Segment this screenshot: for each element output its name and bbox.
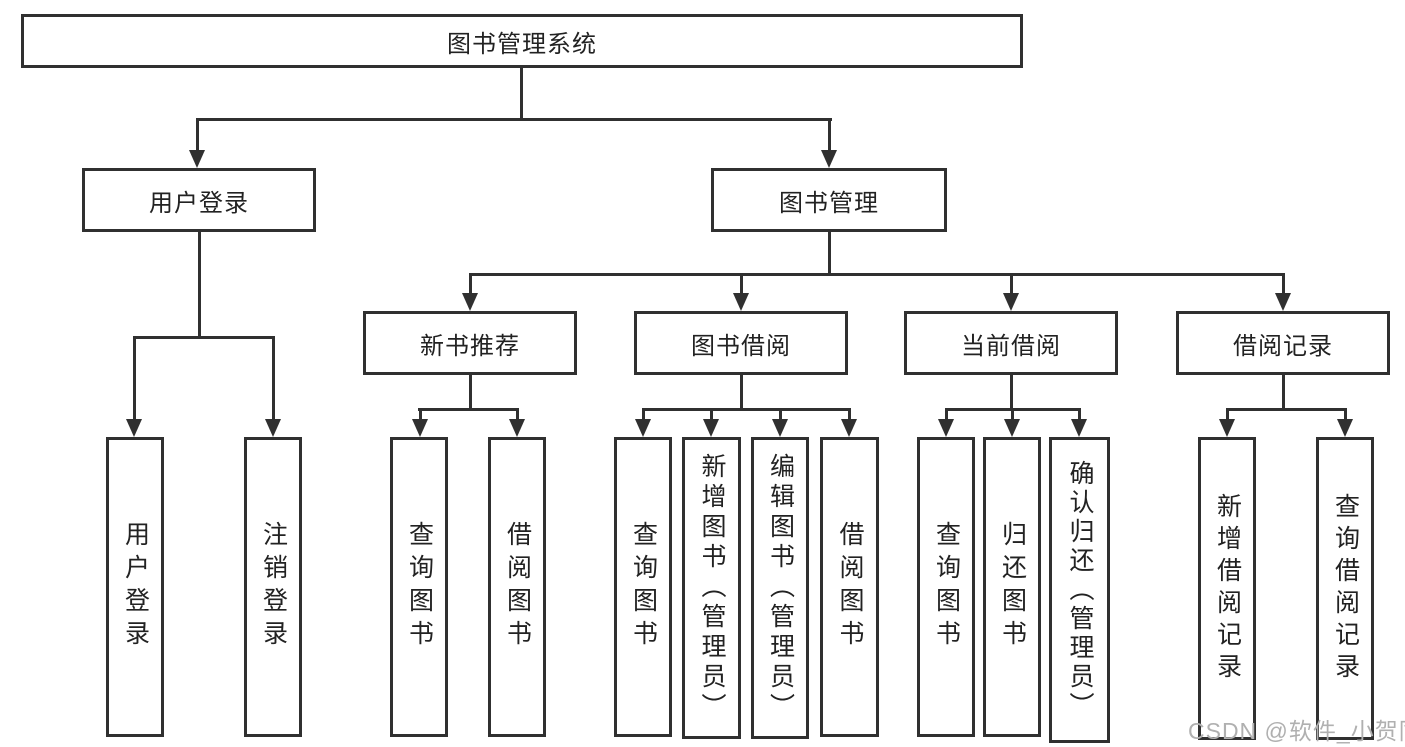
node-book-management: 图书管理 — [711, 168, 947, 232]
leaf-add-borrow-record: 新增借阅记录 — [1198, 437, 1256, 740]
leaf-add-book-admin: 新增图书（管理员） — [682, 437, 741, 739]
connector-line — [418, 408, 518, 411]
connector-line — [740, 375, 743, 408]
connector-line — [198, 232, 201, 336]
connector-arrow — [1003, 273, 1019, 311]
node-current-borrowing: 当前借阅 — [904, 311, 1118, 375]
connector-arrow — [703, 408, 719, 437]
connector-line — [1282, 375, 1285, 408]
connector-arrow — [1071, 408, 1087, 437]
connector-line — [196, 118, 832, 121]
leaf-return-books: 归还图书 — [983, 437, 1041, 737]
leaf-edit-book-admin: 编辑图书（管理员） — [751, 437, 809, 739]
connector-line — [1010, 375, 1013, 408]
connector-line — [469, 273, 1283, 276]
node-library-system: 图书管理系统 — [21, 14, 1023, 68]
connector-line — [469, 375, 472, 408]
leaf-logout: 注销登录 — [244, 437, 302, 737]
connector-arrow — [635, 408, 651, 437]
node-user-login: 用户登录 — [82, 168, 316, 232]
leaf-query-books-current: 查询图书 — [917, 437, 975, 737]
connector-arrow — [126, 336, 142, 437]
leaf-user-login: 用户登录 — [106, 437, 164, 737]
connector-arrow — [1275, 273, 1291, 311]
csdn-watermark: CSDN @软件_小贺同学 — [1188, 718, 1405, 744]
connector-arrow — [733, 273, 749, 311]
connector-arrow — [938, 408, 954, 437]
connector-arrow — [265, 336, 281, 437]
connector-line — [133, 336, 275, 339]
leaf-query-books-borrowing: 查询图书 — [614, 437, 672, 737]
connector-arrow — [509, 408, 525, 437]
leaf-query-borrow-record: 查询借阅记录 — [1316, 437, 1374, 740]
leaf-borrow-books-recommend: 借阅图书 — [488, 437, 546, 737]
connector-arrow — [412, 408, 428, 437]
node-book-borrowing: 图书借阅 — [634, 311, 848, 375]
connector-arrow — [841, 408, 857, 437]
leaf-confirm-return-admin: 确认归还（管理员） — [1049, 437, 1110, 743]
connector-line — [520, 68, 523, 118]
connector-arrow — [772, 408, 788, 437]
connector-line — [642, 408, 850, 411]
connector-arrow — [1004, 408, 1020, 437]
leaf-query-books-recommend: 查询图书 — [390, 437, 448, 737]
node-borrowing-records: 借阅记录 — [1176, 311, 1390, 375]
connector-line — [1226, 408, 1346, 411]
connector-line — [828, 232, 831, 273]
connector-arrow — [1337, 408, 1353, 437]
connector-arrow — [1219, 408, 1235, 437]
connector-arrow — [189, 118, 205, 168]
leaf-borrow-books: 借阅图书 — [820, 437, 879, 737]
connector-arrow — [821, 118, 837, 168]
node-new-book-recommend: 新书推荐 — [363, 311, 577, 375]
connector-arrow — [462, 273, 478, 311]
